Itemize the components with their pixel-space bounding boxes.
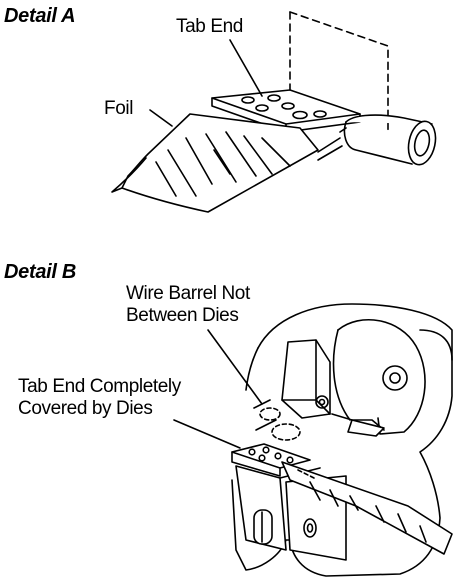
cam-wheel [334,320,452,434]
tab-end-leader [230,40,262,96]
tab-end-label: Tab End [176,16,243,37]
wire-barrel-label-line-2: Between Dies [126,304,239,326]
dashed-backing-plate [290,12,388,132]
foil-label: Foil [104,98,134,119]
foil-leader [150,110,172,126]
tab-end-on-die [232,444,310,476]
detail-a-illustration [112,12,439,212]
detail-a-heading: Detail A [4,5,76,27]
upper-die-block [282,340,330,418]
wire-barrel-leader [208,330,262,404]
detail-b-illustration [174,304,452,576]
tab-end-covered-label-line-1: Tab End Completely [18,376,181,397]
tab-end-covered-label: Tab End Completely Covered by Dies [18,376,181,420]
press-mechanism [254,400,384,440]
foil-strip-b [282,462,452,554]
tab-end-covered-label-line-2: Covered by Dies [18,397,153,419]
foil-strip [112,114,318,212]
detail-b-heading: Detail B [4,261,77,283]
tab-end-covered-leader [174,420,240,448]
wire-barrel [318,115,439,167]
wire-barrel-label: Wire Barrel Not Between Dies [126,283,250,327]
wire-barrel-label-line-1: Wire Barrel Not [126,283,250,304]
